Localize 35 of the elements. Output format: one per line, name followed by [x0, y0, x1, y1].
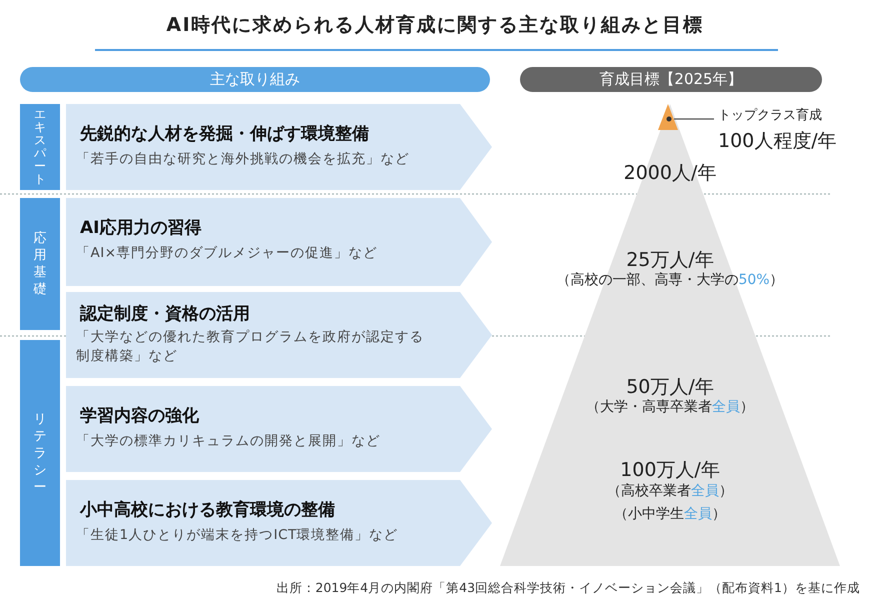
header-bar: 育成目標【2025年】 [520, 67, 822, 92]
annotation-label: トップクラス育成 [718, 106, 822, 124]
chevron-box [66, 104, 492, 190]
heading: 認定制度・資格の活用 [80, 303, 250, 325]
category-tab: 応用基礎 [20, 198, 60, 330]
heading: 小中高校における教育環境の整備 [80, 499, 335, 521]
target-number: 25万人/年 [625, 248, 715, 272]
chevron-box [66, 386, 492, 472]
description: 「大学の標準カリキュラムの開発と展開」など [76, 432, 382, 451]
target-number: 100万人/年 [619, 458, 721, 483]
target-note: （大学・高専卒業者全員） [585, 398, 755, 416]
source-note: 出所：2019年4月の内閣府「第43回総合科学技術・イノベーション会議」（配布資料1）を基に作成 [276, 580, 860, 597]
header-bar: 主な取り組み [20, 67, 490, 92]
description: 「生徒1人ひとりが端末を持つICT環境整備」など [76, 526, 400, 545]
heading: 学習内容の強化 [80, 405, 199, 427]
title: AI時代に求められる人材育成に関する主な取り組みと目標 [165, 13, 705, 38]
category-tab: エキスパート [20, 104, 60, 190]
pyramid [500, 104, 840, 566]
description: 「大学などの優れた教育プログラムを政府が認定する制度構築」など [76, 328, 425, 366]
leader-line [674, 118, 714, 120]
target-note: （小中学生全員） [613, 505, 727, 523]
chevron-box [66, 198, 492, 286]
annotation-number: 100人程度/年 [718, 129, 837, 154]
chevron-box [66, 480, 492, 566]
chevron-box [66, 292, 492, 378]
description: 「AI×専門分野のダブルメジャーの促進」など [76, 244, 379, 263]
target-note: （高校の一部、高専・大学の50%） [555, 271, 785, 289]
heading: AI応用力の習得 [80, 217, 202, 239]
target-number: 2000人/年 [622, 161, 718, 186]
heading: 先鋭的な人材を発掘・伸ばす環境整備 [80, 123, 369, 145]
description: 「若手の自由な研究と海外挑戦の機会を拡充」など [76, 150, 410, 169]
category-tab: リテラシー [20, 340, 60, 566]
apex-triangle [658, 104, 678, 130]
target-number: 50万人/年 [625, 375, 715, 399]
target-note: （高校卒業者全員） [606, 482, 734, 500]
